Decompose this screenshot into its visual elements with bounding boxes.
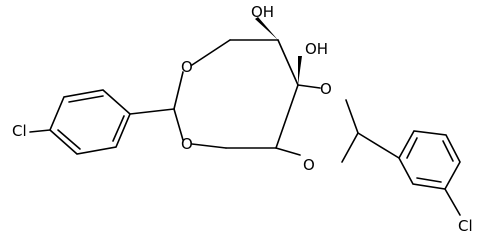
aromatic-double-bond (57, 129, 81, 150)
aromatic-double-bond (112, 115, 125, 142)
bond-ring (275, 84, 299, 149)
bond-aryl-link (357, 132, 400, 159)
bond-dioxolane (345, 99, 359, 134)
bond-c-cl-left (29, 129, 51, 133)
hydroxyl-label-top: OH (251, 3, 274, 21)
aromatic-double-bond (406, 137, 418, 159)
aromatic-double-bond (416, 177, 442, 183)
dioxolane-oxygen-top: O (320, 80, 332, 98)
chlorine-label-left: Cl (12, 122, 27, 140)
dioxolane-oxygen-bottom: O (303, 156, 315, 174)
hydroxyl-label-right: OH (305, 40, 328, 58)
wedge-bond-oh-top (255, 17, 278, 40)
dioxolane-ring (275, 84, 359, 163)
benzene-ring-left (49, 89, 131, 155)
bond-ring (277, 39, 299, 86)
right-chlorophenyl (357, 130, 461, 216)
chlorine-label-right: Cl (458, 217, 473, 235)
bond-ring (191, 39, 231, 66)
left-chlorophenyl (29, 89, 175, 155)
bond-ring (173, 71, 184, 110)
benzene-ring-right (398, 130, 461, 190)
bond-ring (191, 143, 227, 149)
bond-c-cl-right (444, 188, 461, 216)
aromatic-double-bond (68, 95, 104, 103)
bond-dioxolane (341, 132, 359, 163)
bond-aryl-link (129, 108, 175, 115)
bond-dioxolane (275, 147, 301, 156)
wedge-bond-oh-right (298, 56, 302, 85)
eight-membered-ring (173, 39, 299, 149)
bond-ring (173, 108, 184, 141)
ring-oxygen-bottom: O (181, 135, 193, 153)
ring-oxygen-top: O (181, 58, 193, 76)
aromatic-double-bond (442, 140, 454, 162)
bond-dioxolane (297, 84, 321, 89)
